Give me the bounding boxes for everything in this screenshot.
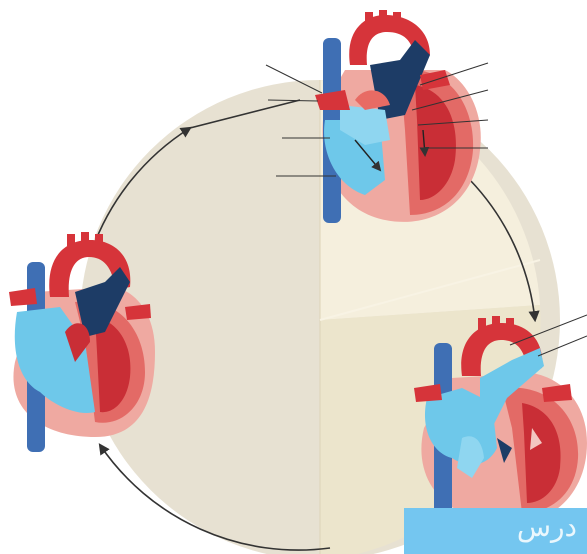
watermark-text: درس bbox=[517, 510, 577, 543]
watermark-logo: درس bbox=[404, 508, 587, 554]
heart-top bbox=[315, 10, 481, 223]
